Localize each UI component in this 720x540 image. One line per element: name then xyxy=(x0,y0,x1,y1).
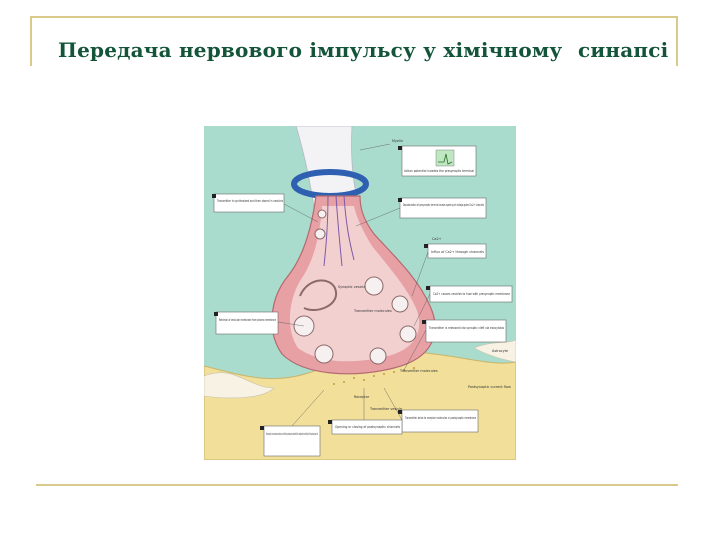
slide-title: Передача нервового імпульсу у хімічному … xyxy=(58,38,678,68)
frame-bottom-rule xyxy=(36,484,678,486)
frame-left-rule xyxy=(30,16,32,66)
slide-title-overlap: синапсі xyxy=(578,38,669,62)
label-ca: Ca2+ xyxy=(432,237,442,241)
action-potential-trace xyxy=(438,153,453,165)
label-step3: Depolarization of presynaptic terminal c… xyxy=(403,203,484,207)
leader-lines xyxy=(277,143,431,427)
label-transmitter-vesicle: Transmitter vesicle xyxy=(369,407,402,411)
slide-title-main: Передача нервового імпульсу у хімічному xyxy=(58,38,563,62)
frame-right-rule xyxy=(676,16,678,66)
astrocyte-right xyxy=(473,339,516,363)
label-step2: Action potential invades the presynaptic… xyxy=(404,169,474,173)
label-step4: Influx of Ca2+ through channels xyxy=(431,250,484,254)
label-transmitter-molecules-cleft: Transmitter molecules xyxy=(399,369,438,373)
endosome xyxy=(299,279,338,311)
microtubules xyxy=(323,195,355,267)
label-receptor: Receptor xyxy=(354,395,370,399)
frame-top-rule xyxy=(30,16,678,18)
label-postsynaptic-current: Postsynaptic current flow xyxy=(468,385,511,389)
label-synaptic-vesicle: Synaptic vesicle xyxy=(338,285,365,289)
terminal-inner xyxy=(289,206,420,362)
label-step9: Postsynaptic current causes excitatory o… xyxy=(266,432,318,436)
step-markers xyxy=(212,146,430,430)
synapse-diagram: Myelin Action potential invades the pres… xyxy=(204,126,516,460)
label-myelin: Myelin xyxy=(392,139,403,143)
label-step5: Ca2+ causes vesicles to fuse with presyn… xyxy=(433,292,510,296)
label-transmitter-molecules: Transmitter molecules xyxy=(353,309,392,313)
label-step10: Retrieval of vesicular membrane from pla… xyxy=(219,318,276,322)
label-step1: Transmitter is synthesized and then stor… xyxy=(216,199,283,203)
label-step8: Opening or closing of postsynaptic chann… xyxy=(335,425,400,429)
label-boxes xyxy=(213,145,513,457)
label-astrocyte: Astrocyte xyxy=(492,349,508,353)
label-step6: Transmitter is released into synaptic cl… xyxy=(428,326,504,330)
astrocyte-shape xyxy=(204,372,275,399)
synapse-figure: Myelin Action potential invades the pres… xyxy=(204,126,516,460)
label-step7: Transmitter binds to receptor molecules … xyxy=(404,416,476,420)
